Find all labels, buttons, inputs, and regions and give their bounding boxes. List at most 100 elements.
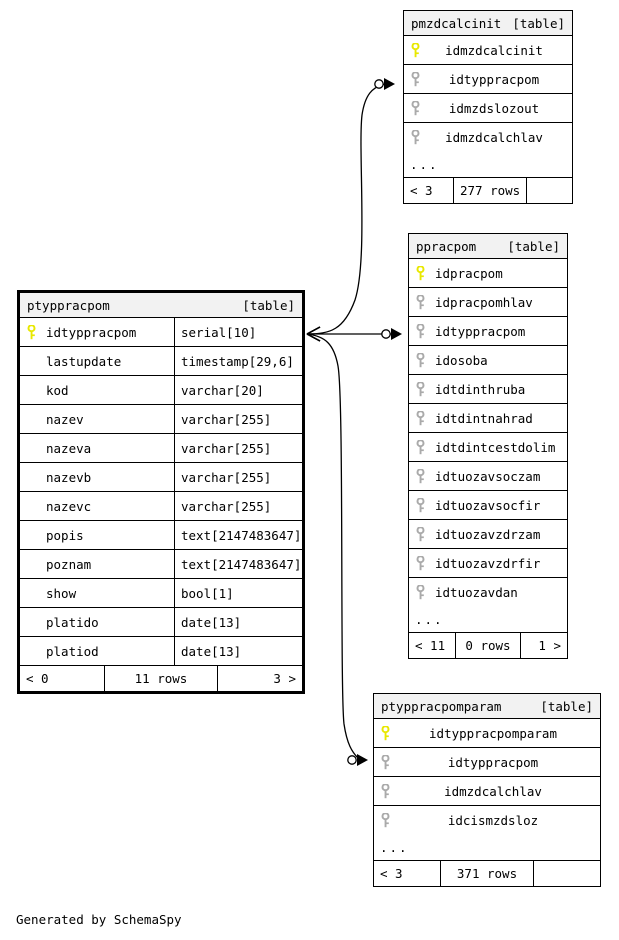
column-name: idtuozavdan	[435, 585, 518, 600]
table-title: ptyppracpomparam	[381, 698, 502, 714]
row-count: 277 rows	[453, 178, 528, 203]
column-name: nazevc	[46, 498, 92, 514]
relationship-line-ptyppracpom-to-ptyppracpomparam	[306, 333, 359, 759]
column-name: idmzdcalchlav	[445, 130, 543, 145]
child-relations-count[interactable]	[534, 861, 600, 886]
table-header-ptyppracpomparam[interactable]: ptyppracpomparam [table]	[374, 694, 600, 719]
column-type: date[13]	[174, 608, 302, 636]
column-name: nazeva	[46, 440, 92, 456]
crowsfoot-marker	[306, 326, 321, 342]
row-count: 0 rows	[455, 633, 521, 658]
column-name: idmzdslozout	[448, 100, 540, 116]
column-row[interactable]: idtyppracpomparam	[374, 719, 600, 748]
table-node-ptyppracpomparam[interactable]: ptyppracpomparam [table] idtyppracpomparam…	[373, 693, 601, 887]
table-kind-label: [table]	[540, 698, 593, 714]
column-row[interactable]: idtdinthruba	[409, 375, 567, 404]
column-type: date[13]	[174, 637, 302, 665]
primary-key-icon	[374, 725, 396, 741]
foreign-key-icon	[409, 439, 431, 455]
column-row[interactable]: idosoba	[409, 346, 567, 375]
more-columns-ellipsis: ...	[404, 152, 572, 178]
column-type: varchar[255]	[174, 434, 302, 462]
column-row[interactable]: idmzdcalchlav	[404, 123, 572, 152]
column-row[interactable]: idtuozavsoczam	[409, 462, 567, 491]
column-name: idtuozavsocfir	[435, 497, 541, 513]
crowsfoot-marker	[306, 326, 321, 342]
child-relations-count[interactable]: 3 >	[273, 671, 296, 686]
foreign-key-icon	[409, 381, 431, 397]
column-row[interactable]: idtdintnahrad	[409, 404, 567, 433]
column-row[interactable]: idtyppracpom	[374, 748, 600, 777]
column-row[interactable]: idtuozavzdrfir	[409, 549, 567, 578]
table-node-pmzdcalcinit[interactable]: pmzdcalcinit[table] idmzdcalcinit idtyppra…	[403, 10, 573, 204]
column-type: text[2147483647]	[174, 521, 302, 549]
arrowhead-marker	[391, 328, 402, 340]
foreign-key-icon	[409, 410, 431, 426]
column-type: timestamp[29,6]	[174, 347, 302, 375]
column-row[interactable]: idtdintcestdolim	[409, 433, 567, 462]
column-row[interactable]: idmzdslozout	[404, 94, 572, 123]
column-name: idosoba	[435, 352, 488, 368]
primary-key-icon	[20, 324, 42, 340]
column-row[interactable]: idmzdcalchlav	[374, 777, 600, 806]
column-row[interactable]: idtyppracpom	[409, 317, 567, 346]
column-row[interactable]: idcismzdsloz	[374, 806, 600, 835]
column-row[interactable]: nazevc varchar[255]	[20, 492, 302, 521]
child-relations-count[interactable]: 1 >	[538, 638, 561, 653]
column-row[interactable]: nazeva varchar[255]	[20, 434, 302, 463]
column-name: idtyppracpom	[447, 754, 539, 770]
relationship-line-ptyppracpom-to-pmzdcalcinit	[306, 83, 386, 335]
table-title: ptyppracpom	[27, 297, 110, 313]
table-footer: < 11 0 rows 1 >	[409, 633, 567, 658]
column-name: idtuozavzdrzam	[435, 526, 541, 542]
parent-relations-count[interactable]: < 3	[380, 866, 403, 881]
column-type: varchar[20]	[174, 376, 302, 404]
parent-relations-count[interactable]: < 11	[415, 638, 446, 653]
foreign-key-icon	[409, 352, 431, 368]
foreign-key-icon	[409, 294, 431, 310]
column-row[interactable]: idtuozavzdrzam	[409, 520, 567, 549]
column-name: idcismzdsloz	[447, 813, 539, 828]
column-row[interactable]: idpracpom	[409, 259, 567, 288]
foreign-key-icon	[409, 585, 431, 600]
column-row[interactable]: idpracpomhlav	[409, 288, 567, 317]
column-name: platido	[46, 614, 99, 630]
column-row[interactable]: idmzdcalcinit	[404, 36, 572, 65]
column-name: idmzdcalcinit	[445, 42, 543, 58]
column-name: idtdinthruba	[435, 381, 526, 397]
footer-credit: Generated by SchemaSpy	[16, 912, 182, 927]
more-columns-ellipsis: ...	[409, 607, 567, 633]
parent-relations-count[interactable]: < 3	[410, 183, 433, 198]
table-header-ptyppracpom[interactable]: ptyppracpom[table]	[20, 293, 302, 318]
table-header-pmzdcalcinit[interactable]: pmzdcalcinit[table]	[404, 11, 572, 36]
table-header-ppracpom[interactable]: ppracpom[table]	[409, 234, 567, 259]
more-columns-ellipsis: ...	[374, 835, 600, 861]
child-relations-count[interactable]	[527, 178, 576, 203]
column-name: idtyppracpom	[435, 323, 526, 339]
column-row[interactable]: idtyppracpom	[404, 65, 572, 94]
column-name: nazevb	[46, 469, 92, 485]
column-type: varchar[255]	[174, 492, 302, 520]
column-name: idmzdcalchlav	[444, 783, 542, 799]
column-name: idtyppracpom	[448, 71, 540, 87]
foreign-key-icon	[374, 754, 396, 770]
column-row[interactable]: idtuozavdan	[409, 578, 567, 607]
column-row[interactable]: idtuozavsocfir	[409, 491, 567, 520]
foreign-key-icon	[409, 468, 431, 484]
parent-relations-count[interactable]: < 0	[26, 671, 49, 686]
column-row[interactable]: platido date[13]	[20, 608, 302, 637]
foreign-key-icon	[404, 100, 426, 116]
